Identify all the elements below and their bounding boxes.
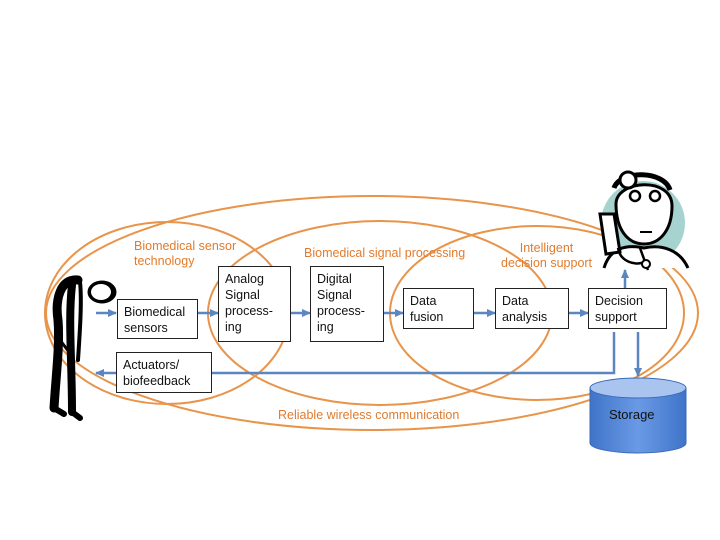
storage-label: Storage — [609, 407, 655, 422]
arrow-decision-to-actuators — [212, 332, 616, 375]
box-digital-signal-processing: Digital Signal process- ing — [310, 266, 384, 342]
box-biomedical-sensors: Biomedical sensors — [117, 299, 198, 339]
patient-figure — [49, 275, 117, 421]
box-actuators-biofeedback: Actuators/ biofeedback — [116, 352, 212, 393]
label-sensor-technology: Biomedical sensor technology — [134, 239, 237, 268]
doctor-figure — [598, 170, 690, 271]
box-decision-support: Decision support — [588, 288, 667, 329]
label-signal-processing: Biomedical signal processing — [304, 246, 466, 260]
label-decision-support: Intelligent decision support — [501, 241, 593, 270]
label-wireless-communication: Reliable wireless communication — [278, 408, 460, 422]
box-data-fusion: Data fusion — [403, 288, 474, 329]
box-analog-signal-processing: Analog Signal process- ing — [218, 266, 291, 342]
storage-cylinder — [589, 377, 687, 454]
box-data-analysis: Data analysis — [495, 288, 569, 329]
